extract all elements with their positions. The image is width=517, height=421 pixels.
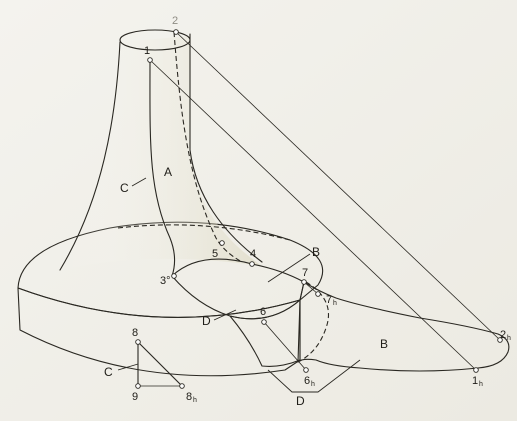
label-point-7h-sub: h bbox=[333, 300, 337, 307]
label-surface-c-lower: C bbox=[104, 365, 113, 379]
stem-top-ellipse bbox=[119, 29, 191, 51]
label-point-6: 6 bbox=[260, 306, 266, 318]
label-point-8h: 8 bbox=[186, 391, 192, 403]
stem-inner-line bbox=[149, 59, 176, 277]
construction-line-6 bbox=[263, 321, 307, 371]
label-point-6h: 6 bbox=[304, 375, 310, 387]
label-point-7: 7 bbox=[302, 267, 308, 279]
cut-line-8-8h bbox=[137, 341, 183, 387]
label-point-8: 8 bbox=[132, 327, 138, 339]
label-point-2: 2 bbox=[172, 15, 178, 27]
point-6 bbox=[261, 319, 267, 325]
label-point-9: 9 bbox=[132, 391, 138, 403]
leader-c-upper bbox=[131, 177, 147, 187]
branch-duct-front bbox=[229, 299, 301, 367]
label-point-5: 5 bbox=[212, 248, 218, 260]
leader-d-left bbox=[213, 309, 237, 321]
label-surface-d-left: D bbox=[202, 314, 211, 328]
label-surface-c-upper: C bbox=[120, 181, 129, 195]
label-point-8h-sub: h bbox=[193, 397, 197, 404]
label-surface-a: A bbox=[164, 165, 172, 179]
point-7h bbox=[315, 291, 321, 297]
leader-d-bottom bbox=[267, 359, 361, 393]
stem-left-edge bbox=[59, 41, 121, 271]
label-point-3: 3° bbox=[160, 275, 171, 287]
point-5 bbox=[219, 240, 225, 246]
point-9 bbox=[135, 383, 141, 389]
point-4 bbox=[249, 261, 255, 267]
label-point-1h-sub: h bbox=[479, 381, 483, 388]
point-2 bbox=[173, 29, 179, 35]
label-point-6h-sub: h bbox=[311, 381, 315, 388]
point-2h bbox=[497, 337, 503, 343]
point-7 bbox=[301, 279, 307, 285]
stem-surface bbox=[60, 36, 262, 270]
stem-right-edge bbox=[189, 33, 263, 263]
label-surface-b-tongue: B bbox=[380, 337, 388, 351]
stem-hidden-line bbox=[173, 31, 243, 263]
point-1 bbox=[147, 57, 153, 63]
label-point-1h: 1 bbox=[472, 375, 478, 387]
label-point-1: 1 bbox=[144, 45, 150, 57]
flange-top-surface bbox=[17, 221, 324, 318]
label-point-2h: 2 bbox=[500, 329, 506, 341]
label-surface-b-upper: B bbox=[312, 245, 320, 259]
point-3 bbox=[171, 273, 177, 279]
label-point-4: 4 bbox=[250, 248, 256, 260]
point-8 bbox=[135, 339, 141, 345]
leader-b-upper bbox=[267, 253, 311, 283]
point-8h bbox=[179, 383, 185, 389]
flange-hidden-back-edge bbox=[117, 224, 291, 241]
label-point-7h: 7 bbox=[326, 294, 332, 306]
leader-c-lower bbox=[117, 363, 139, 371]
label-point-2h-sub: h bbox=[507, 335, 511, 342]
point-1h bbox=[473, 367, 479, 373]
label-surface-d-bottom: D bbox=[296, 394, 305, 408]
projection-line-2 bbox=[175, 31, 501, 341]
tongue-extension bbox=[297, 281, 510, 372]
point-6h bbox=[303, 367, 309, 373]
construction-line-7 bbox=[303, 281, 319, 295]
projection-line-1 bbox=[149, 59, 477, 371]
